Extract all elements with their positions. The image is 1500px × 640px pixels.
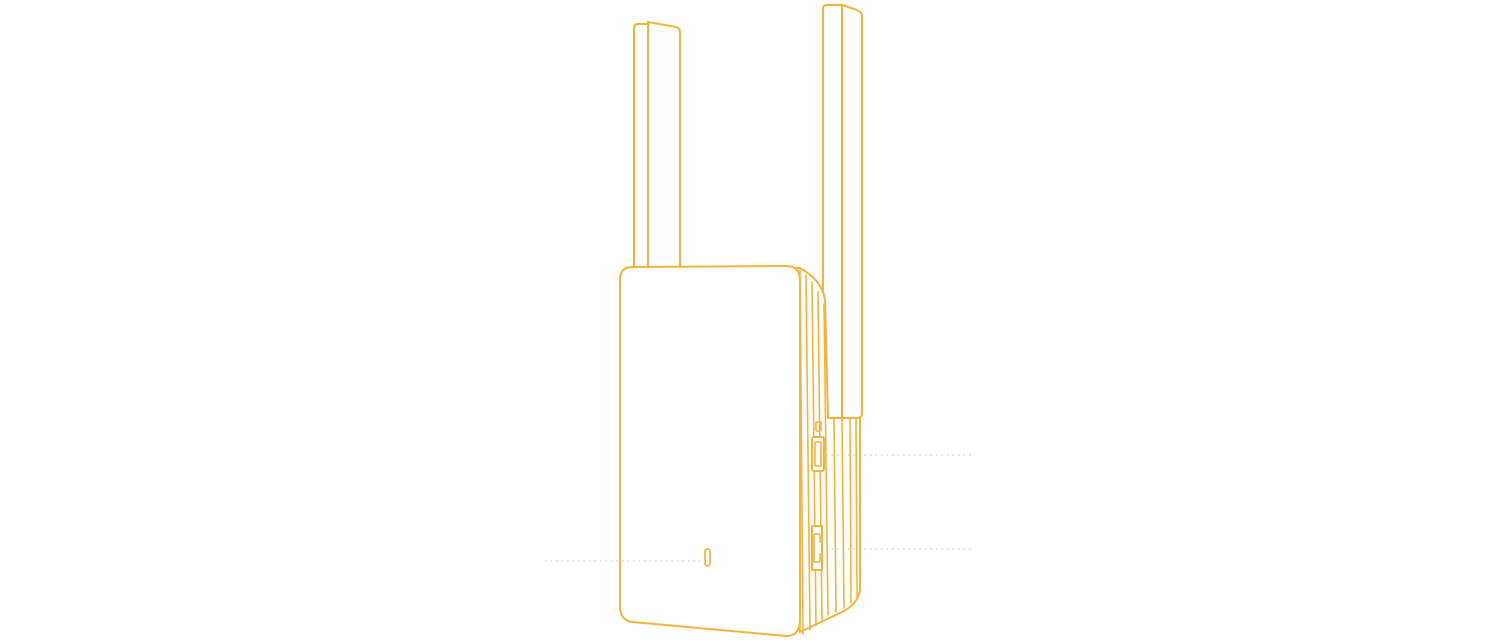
right-antenna <box>822 4 863 419</box>
ethernet-port <box>811 525 823 571</box>
left-antenna <box>633 21 681 273</box>
device-front-panel <box>619 265 801 637</box>
reset-button-port <box>811 421 825 472</box>
status-led <box>704 548 711 567</box>
